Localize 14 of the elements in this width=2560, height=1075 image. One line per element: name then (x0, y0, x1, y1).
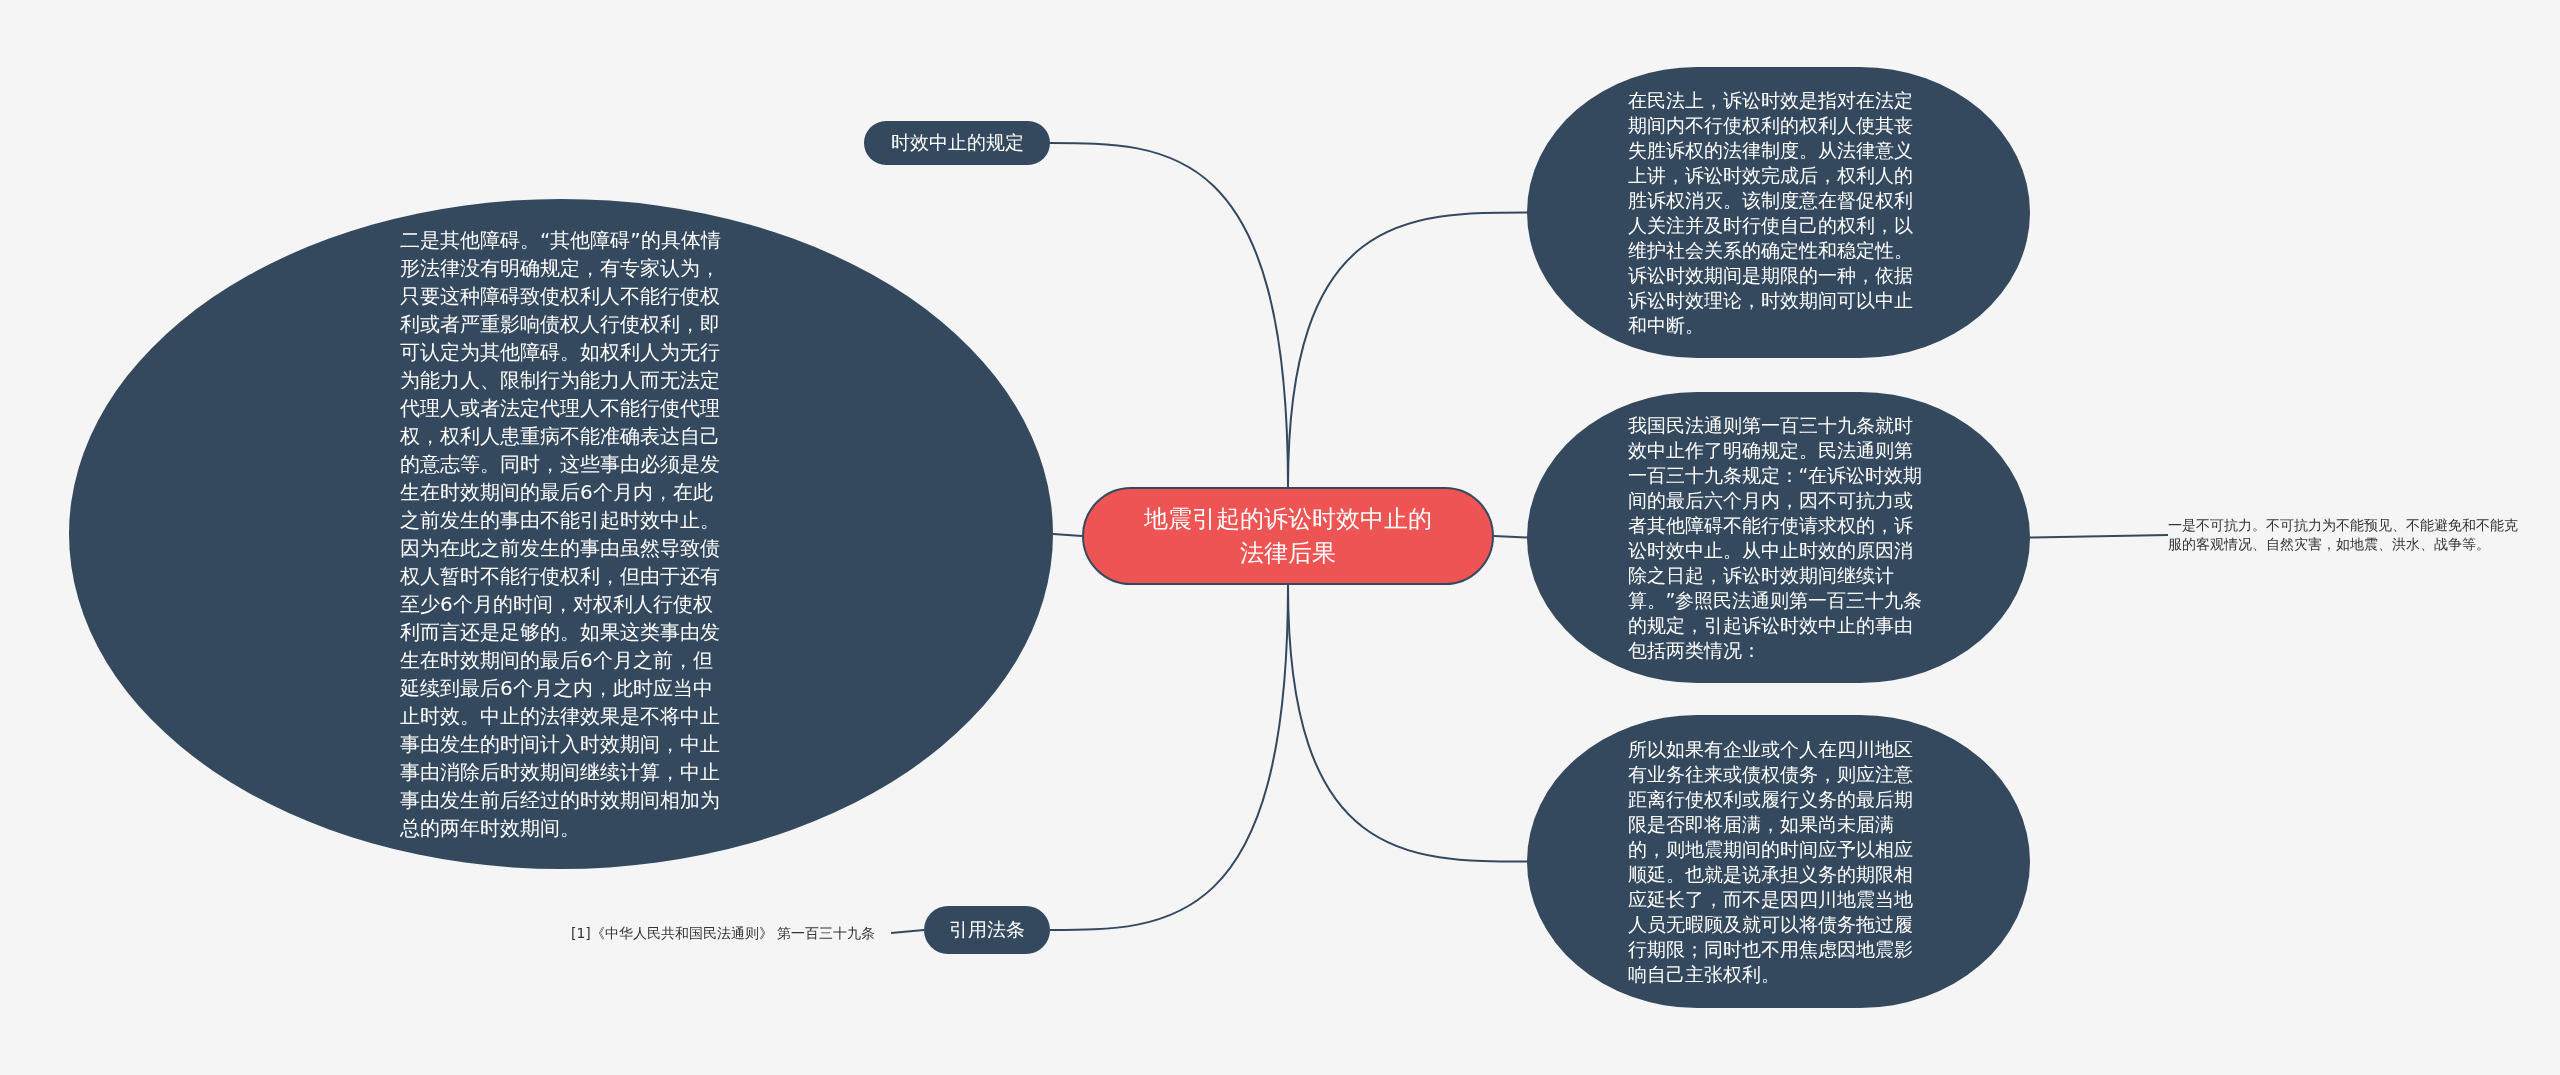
connector-line (1287, 584, 1528, 863)
bubble-text: 在民法上，诉讼时效是指对在法定期间内不行使权利的权利人使其丧失胜诉权的法律制度。从法律意义上讲，诉讼时效完成后，权利人的胜诉权消灭。该制度意在督促权利人关注并及时行使自己的权利，以维护社会关系的确定性和稳定性。诉讼时效期间是期限的一种，依据诉讼时效理论，时效期间可以中止和中断。 (1627, 87, 1914, 338)
connector-line (1493, 535, 1528, 539)
bubble-text: 我国民法通则第一百三十九条就时效中止作了明确规定。民法通则第一百三十九条规定：“在诉讼时效期间的最后六个月内，因不可抗力或者其他障碍不能行使请求权的，诉讼时效中止。从中止时效的原因消除之日起，诉讼时效期间继续计算。”参照民法通则第一百三十九条的规定，引起诉讼时效中止的事由包括两类情况： (1627, 412, 1924, 663)
central-topic: 地震引起的诉讼时效中止的法律后果 (1082, 487, 1494, 585)
connector-line (2029, 534, 2169, 539)
note-text: [1]《中华人民共和国民法通则》 第一百三十九条 (571, 912, 891, 954)
note-text: 一是不可抗力。不可抗力为不能预见、不能避免和不能克服的客观情况、自然灾害，如地震、洪水、战争等。 (2168, 503, 2518, 567)
bubble-text: 二是其他障碍。“其他障碍”的具体情形法律没有明确规定，有专家认为，只要这种障碍致使权利人不能行使权利或者严重影响债权人行使权利，即可认定为其他障碍。如权利人为无行为能力人、限制行为能力人而无法定代理人或者法定代理人不能行使代理权，权利人患重病不能准确表达自己的意志等。同时，这些事由必须是发生在时效期间的最后6个月内，在此之前发生的事由不能引起时效中止。因为在此之前发生的事由虽然导致债权人暂时不能行使权利，但由于还有至少6个月的时间，对权利人行使权利而言还是足够的。如果这类事由发生在时效期间的最后6个月之前，但延续到最后6个月之内，此时应当中止时效。中止的法律效果是不将中止事由发生的时间计入时效期间，中止事由消除后时效期间继续计算，中止事由发生前后经过的时效期间相加为总的两年时效期间。 (400, 227, 722, 842)
bubble-text: 所以如果有企业或个人在四川地区有业务往来或债权债务，则应注意距离行使权利或履行义务的最后期限是否即将届满，如果尚未届满的，则地震期间的时间应予以相应顺延。也就是说承担义务的期限相应延长了，而不是因四川地震当地人员无暇顾及就可以将债务拖过履行期限；同时也不用焦虑因地震影响自己主张权利。 (1627, 736, 1914, 987)
connector-line (890, 929, 925, 934)
topic-pill: 引用法条 (924, 906, 1050, 954)
topic-pill: 时效中止的规定 (864, 121, 1050, 165)
connector-line (1052, 533, 1083, 537)
